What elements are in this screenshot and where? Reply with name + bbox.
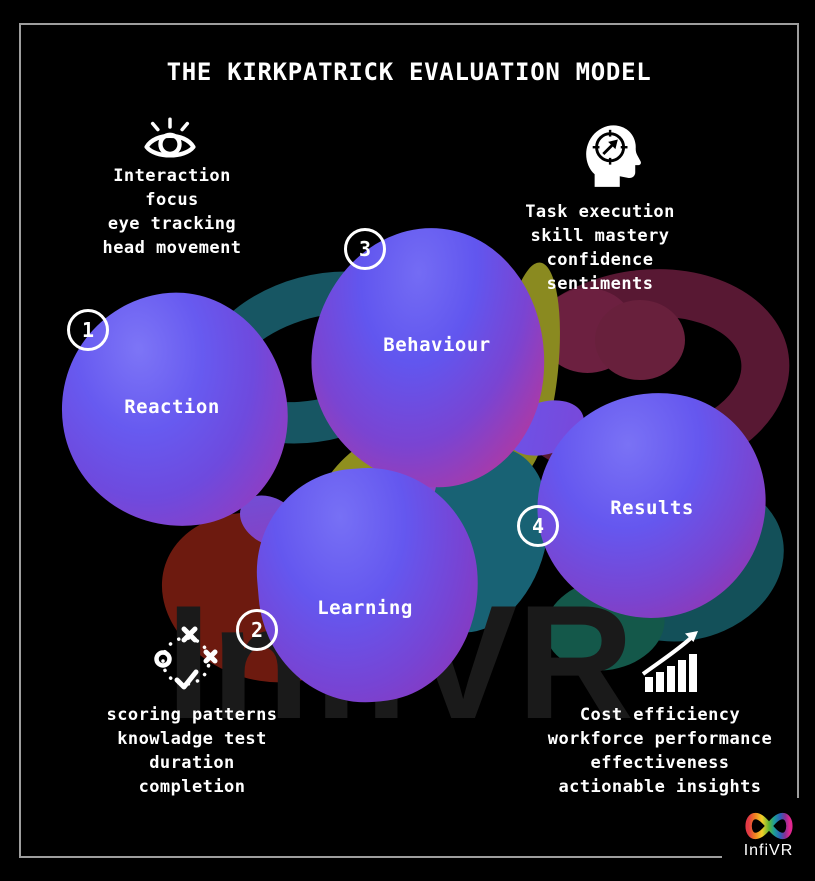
annotation-line: workforce performance: [547, 729, 773, 749]
stage-badge-3: 3: [344, 228, 386, 270]
annotation-line: Cost efficiency: [579, 705, 741, 725]
annotation-line: sentiments: [546, 274, 654, 294]
annotation-line: focus: [145, 190, 199, 210]
frame-border: [19, 23, 799, 858]
growth-chart-icon: [641, 630, 700, 692]
eye-icon: [144, 116, 196, 164]
ribbon-maroon-accent: [595, 300, 685, 380]
annotation-bottom-right: Cost efficiency workforce performance ef…: [500, 703, 815, 799]
stage-label-behaviour: Behaviour: [383, 334, 491, 356]
page-title: THE KIRKPATRICK EVALUATION MODEL: [166, 58, 652, 86]
annotation-line: head movement: [102, 238, 242, 258]
annotation-line: skill mastery: [530, 226, 670, 246]
brand-logo: InfiVR: [722, 798, 815, 881]
annotation-line: scoring patterns: [106, 705, 278, 725]
annotation-line: Task execution: [525, 202, 675, 222]
annotation-top-right: Task execution skill mastery confidence …: [460, 200, 740, 296]
annotation-line: effectiveness: [590, 753, 730, 773]
stage-label-learning: Learning: [317, 597, 413, 619]
infinity-icon: [745, 812, 793, 840]
annotation-line: knowladge test: [117, 729, 267, 749]
annotation-line: Interaction: [113, 166, 231, 186]
stage-badge-1: 1: [67, 309, 109, 351]
stage-badge-4: 4: [517, 505, 559, 547]
brand-logo-text: InfiVR: [743, 842, 794, 859]
annotation-line: completion: [138, 777, 246, 797]
annotation-line: eye tracking: [107, 214, 237, 234]
head-gauge-icon: [584, 120, 642, 188]
annotation-line: actionable insights: [558, 777, 762, 797]
annotation-line: duration: [149, 753, 235, 773]
stage-label-results: Results: [610, 497, 694, 519]
annotation-line: confidence: [546, 250, 654, 270]
strategy-icon: [152, 624, 220, 694]
stage-badge-2: 2: [236, 609, 278, 651]
annotation-top-left: Interaction focus eye tracking head move…: [42, 164, 302, 260]
stage-label-reaction: Reaction: [124, 396, 220, 418]
annotation-bottom-left: scoring patterns knowladge test duration…: [42, 703, 342, 799]
